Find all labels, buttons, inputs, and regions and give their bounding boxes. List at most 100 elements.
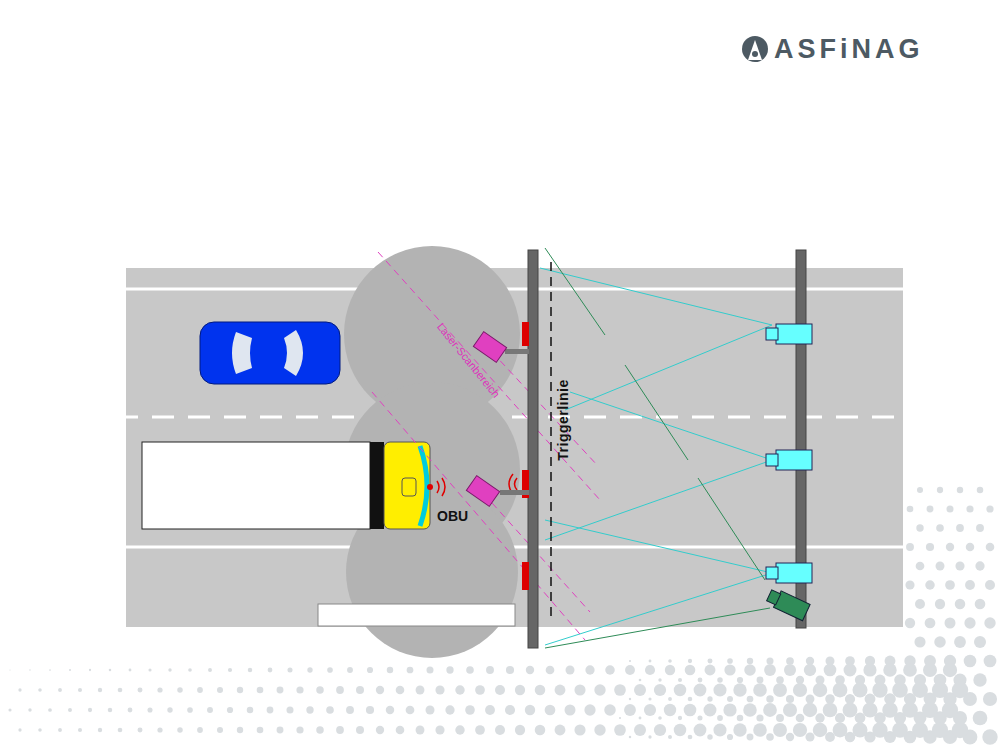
decor-dot	[717, 715, 723, 721]
truck	[142, 442, 445, 529]
decor-dot	[823, 703, 838, 718]
decor-dot	[157, 687, 162, 692]
decor-dot	[747, 734, 754, 741]
decor-dot	[872, 682, 887, 697]
decor-dot	[69, 669, 71, 671]
decor-dot	[585, 665, 594, 674]
decor-dot	[475, 725, 485, 735]
dsrc-beacon	[522, 322, 529, 590]
camera-field	[540, 268, 772, 645]
decor-dot	[674, 684, 687, 697]
decor-dot	[648, 735, 651, 738]
decor-dot	[945, 580, 955, 590]
enforcement-camera	[766, 324, 812, 583]
decor-dot	[708, 659, 713, 664]
decor-dot	[925, 580, 934, 589]
decor-dot	[756, 714, 763, 721]
decor-dot	[639, 679, 642, 682]
decor-dot	[228, 668, 232, 672]
decor-dot	[525, 705, 535, 715]
decor-dot	[605, 665, 615, 675]
decor-dot	[515, 685, 525, 695]
decor-dot	[833, 723, 848, 738]
decor-dot	[668, 659, 672, 663]
decor-dot	[786, 733, 794, 741]
decor-dot	[138, 728, 143, 733]
decor-dot	[247, 707, 254, 714]
trigger-line	[550, 262, 552, 620]
decor-dot	[475, 685, 485, 695]
decor-dot	[724, 664, 735, 675]
decor-dot	[356, 686, 364, 694]
decor-dot	[68, 708, 72, 712]
decor-dot	[664, 704, 676, 716]
decor-dot	[825, 732, 835, 742]
decor-dot	[654, 724, 666, 736]
decor-dot	[815, 713, 824, 722]
obu-label: OBU	[437, 509, 468, 523]
decor-dot	[177, 727, 183, 733]
decor-dot	[515, 725, 525, 735]
decor-dot	[707, 734, 712, 739]
decor-dot	[985, 580, 995, 590]
decor-dot	[803, 703, 817, 717]
decor-dot	[624, 704, 636, 716]
decor-dot	[783, 703, 797, 717]
decor-dot	[757, 677, 764, 684]
decor-dot	[688, 697, 693, 702]
decor-dot	[625, 665, 635, 675]
decor-dot	[486, 666, 494, 674]
decor-dot	[668, 697, 672, 701]
decor-dot	[574, 684, 585, 695]
decor-dot	[964, 617, 975, 628]
decor-dot	[29, 669, 30, 670]
decor-dot	[698, 678, 703, 683]
decor-dot	[594, 684, 605, 695]
decor-dot	[336, 726, 344, 734]
decor-dot	[58, 688, 62, 692]
decor-dot	[668, 735, 672, 739]
decor-dot	[927, 506, 934, 513]
decor-dot	[387, 667, 393, 673]
decor-dot	[906, 543, 914, 551]
decor-dot	[955, 561, 964, 570]
decor-dot	[685, 665, 696, 676]
decor-dot	[18, 728, 21, 731]
decor-dot	[347, 667, 353, 673]
decor-dot	[773, 683, 787, 697]
decor-dot	[843, 703, 858, 718]
decor-dot	[316, 686, 323, 693]
decor-dot	[495, 685, 505, 695]
decor-dot	[257, 727, 264, 734]
decor-dot	[674, 724, 687, 737]
decor-dot	[217, 727, 223, 733]
decor-dot	[925, 618, 936, 629]
decor-dot	[688, 735, 693, 740]
decor-dot	[435, 725, 444, 734]
decor-dot	[733, 723, 746, 736]
decor-dot	[912, 682, 928, 698]
decor-dot	[366, 706, 374, 714]
decor-dot	[833, 683, 848, 698]
decor-dot	[658, 678, 661, 681]
decor-dot	[346, 706, 354, 714]
decor-dot	[892, 722, 908, 738]
decor-dot	[915, 599, 925, 609]
decor-dot	[747, 658, 753, 664]
decor-dot	[942, 702, 958, 718]
decor-dot	[943, 663, 957, 677]
decor-dot	[982, 729, 997, 744]
decor-dot	[694, 684, 707, 697]
decor-dot	[912, 722, 928, 738]
decor-dot	[727, 658, 733, 664]
decor-dot	[917, 487, 923, 493]
decor-dot	[634, 724, 646, 736]
laser-scan-line	[372, 252, 600, 640]
overview-field	[545, 248, 770, 648]
decor-dot	[952, 722, 968, 738]
decor-dot	[892, 682, 908, 698]
decor-dot	[168, 668, 171, 671]
decor-dot	[48, 708, 52, 712]
decor-dot	[367, 667, 373, 673]
decor-dot	[975, 561, 984, 570]
